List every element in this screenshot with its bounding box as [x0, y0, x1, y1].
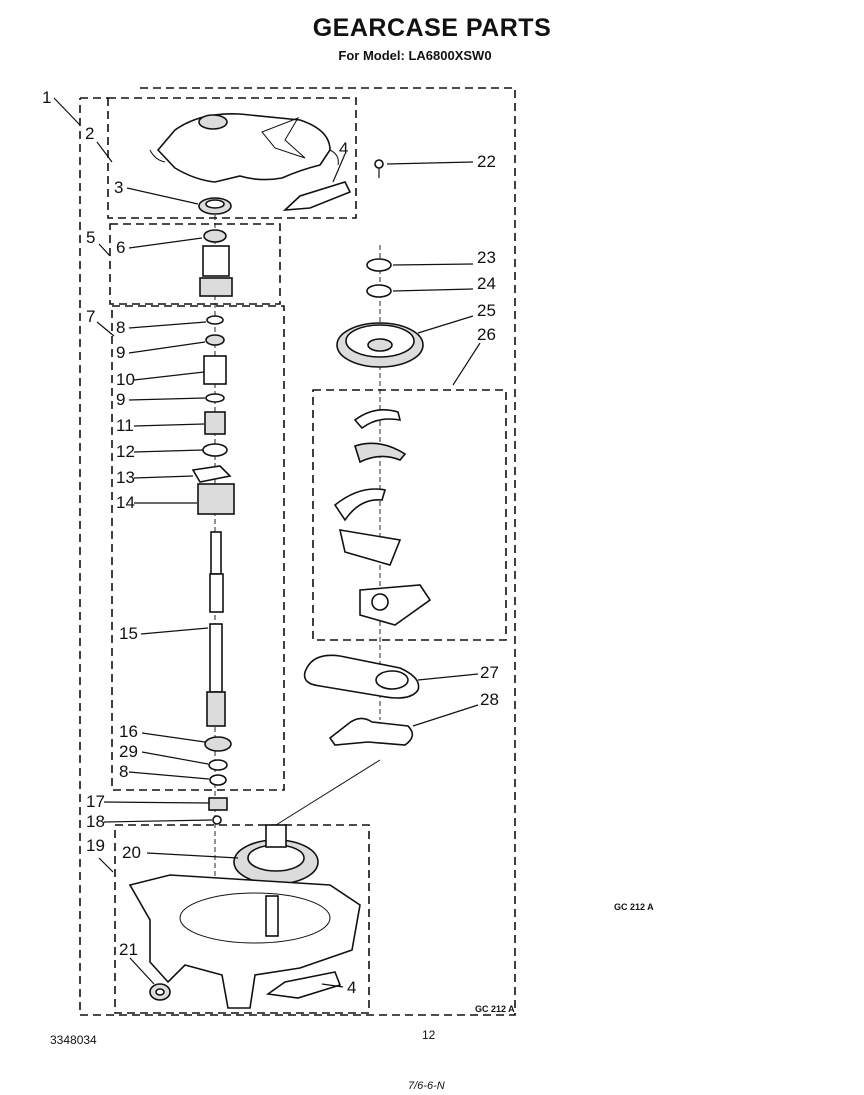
seal-part: [198, 197, 232, 215]
callout-26: 26: [477, 325, 496, 344]
drive-gear-part: [336, 322, 424, 368]
callout-25: 25: [477, 301, 496, 320]
shift-fork-assembly-part: [333, 409, 432, 626]
figure-code-right: GC 212 A: [614, 902, 654, 912]
callout-22: 22: [477, 152, 496, 171]
leader-lines: [53, 97, 481, 988]
lower-washers-part: [204, 736, 232, 825]
handwritten-note: 7/6-6-N: [408, 1080, 445, 1092]
drain-washer-part: [149, 983, 171, 1001]
figure-code-inner: GC 212 A: [475, 1004, 515, 1014]
callout-2: 2: [85, 124, 94, 143]
callout-19: 19: [86, 836, 105, 855]
callout-4-top: 4: [339, 139, 348, 158]
callout-29: 29: [119, 742, 138, 761]
callout-28: 28: [480, 690, 499, 709]
cover-group-box: [107, 97, 357, 219]
callout-27: 27: [480, 663, 499, 682]
pinion-gear-part: [199, 229, 233, 297]
assembly-outline-box: [79, 87, 516, 1016]
thrust-washers-part: [366, 258, 392, 298]
callout-24: 24: [477, 274, 496, 293]
callout-16: 16: [119, 722, 138, 741]
callout-21: 21: [119, 940, 138, 959]
callout-18: 18: [86, 812, 105, 831]
document-number: 3348034: [50, 1033, 97, 1047]
callout-17: 17: [86, 792, 105, 811]
grease-tube-bottom-part: [265, 971, 342, 999]
page-title: GEARCASE PARTS: [312, 14, 552, 42]
callout-8-lower: 8: [119, 762, 128, 781]
callout-7: 7: [86, 307, 95, 326]
callout-1: 1: [42, 88, 51, 107]
callout-6: 6: [116, 238, 125, 257]
callout-11: 11: [116, 416, 134, 435]
callout-9-lower: 9: [116, 390, 125, 409]
shifter-part: [303, 654, 420, 699]
callout-14: 14: [116, 493, 135, 512]
gearcase-housing-part: [128, 874, 361, 1009]
callout-10: 10: [116, 370, 135, 389]
callout-9-upper: 9: [116, 343, 125, 362]
page-number: 12: [422, 1028, 436, 1042]
screw-part: [374, 159, 384, 178]
model-subtitle: For Model: LA6800XSW0: [338, 48, 492, 63]
callout-12: 12: [116, 442, 135, 461]
callout-23: 23: [477, 248, 496, 267]
grease-tube-top-part: [282, 181, 352, 211]
callout-5: 5: [86, 228, 95, 247]
clip-part: [328, 717, 414, 746]
gear-26-group-box: [312, 389, 507, 641]
gear-6-group-box: [109, 223, 281, 305]
callout-8-upper: 8: [116, 318, 125, 337]
connector-line: [275, 759, 381, 826]
main-gear-part: [233, 824, 319, 885]
callout-15: 15: [119, 624, 138, 643]
agitator-shaft-part: [206, 531, 226, 727]
callout-13: 13: [116, 468, 135, 487]
shaft-group-box: [111, 305, 285, 791]
callout-4-bottom: 4: [347, 978, 356, 997]
shaft-stack-part: [191, 315, 235, 515]
callout-3: 3: [114, 178, 123, 197]
callout-20: 20: [122, 843, 141, 862]
gearcase-cover-part: [149, 113, 339, 183]
callout-labels: 1 2 3 4 5 6 7 8 9 10 9 11 12 13 14 15 16…: [42, 88, 499, 997]
